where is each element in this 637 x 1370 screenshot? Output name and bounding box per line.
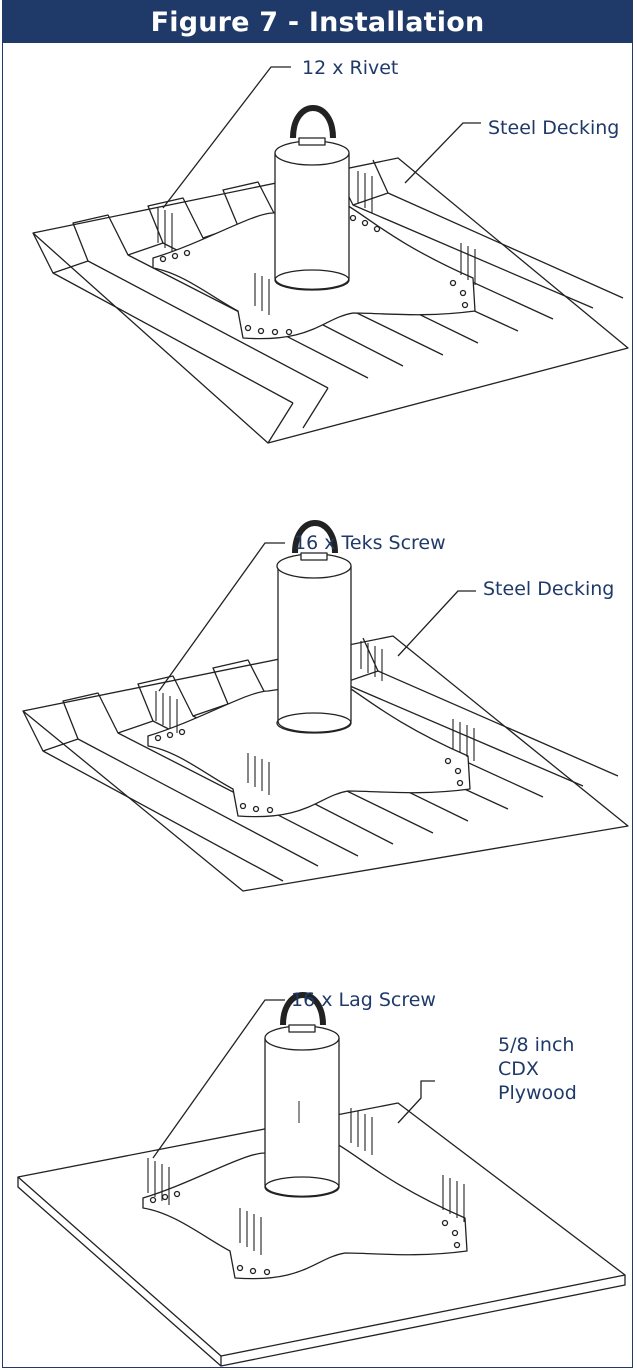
rivet-group <box>157 171 476 315</box>
lag-screw-leader-line <box>152 999 285 1159</box>
base-plate <box>147 680 471 818</box>
teks-screw-group <box>155 641 475 795</box>
substrate-label: 5/8 inch CDX Plywood <box>498 1034 577 1104</box>
base-plate <box>142 1142 468 1280</box>
post-cap-ring <box>280 992 326 1026</box>
post-cap-ring <box>292 520 338 554</box>
teks-screw-leader-line <box>158 542 285 692</box>
substrate-label: Steel Decking <box>483 578 615 600</box>
post-body <box>274 153 350 290</box>
panel-rivet-steel-decking: 12 x Rivet Steel Decking <box>3 43 634 444</box>
plywood-edge <box>17 1177 626 1367</box>
post-cap-ring <box>290 105 336 139</box>
rivet-installation-drawing <box>32 66 629 444</box>
substrate-label: Steel Decking <box>488 117 620 139</box>
fastener-label: 16 x Lag Screw <box>291 989 436 1011</box>
figure-title: Figure 7 - Installation <box>3 1 632 43</box>
lag-screw-installation-drawing <box>17 992 626 1367</box>
rivet-leader-line <box>162 66 291 209</box>
post-body <box>277 566 352 733</box>
teks-screw-installation-drawing <box>22 520 629 892</box>
lag-screw-group <box>147 1108 465 1255</box>
decking-leader-line <box>397 590 476 657</box>
plywood-leader-line <box>397 1080 435 1124</box>
fastener-label: 12 x Rivet <box>302 57 399 79</box>
decking-leader-line <box>404 122 481 184</box>
post-body <box>264 1038 340 1197</box>
panel-lag-screw-plywood: 16 x Lag Screw 5/8 inch CDX Plywood <box>3 953 634 1369</box>
fastener-label: 16 x Teks Screw <box>294 532 446 554</box>
panel-teks-screw-steel-decking: 16 x Teks Screw Steel Decking <box>3 491 634 892</box>
